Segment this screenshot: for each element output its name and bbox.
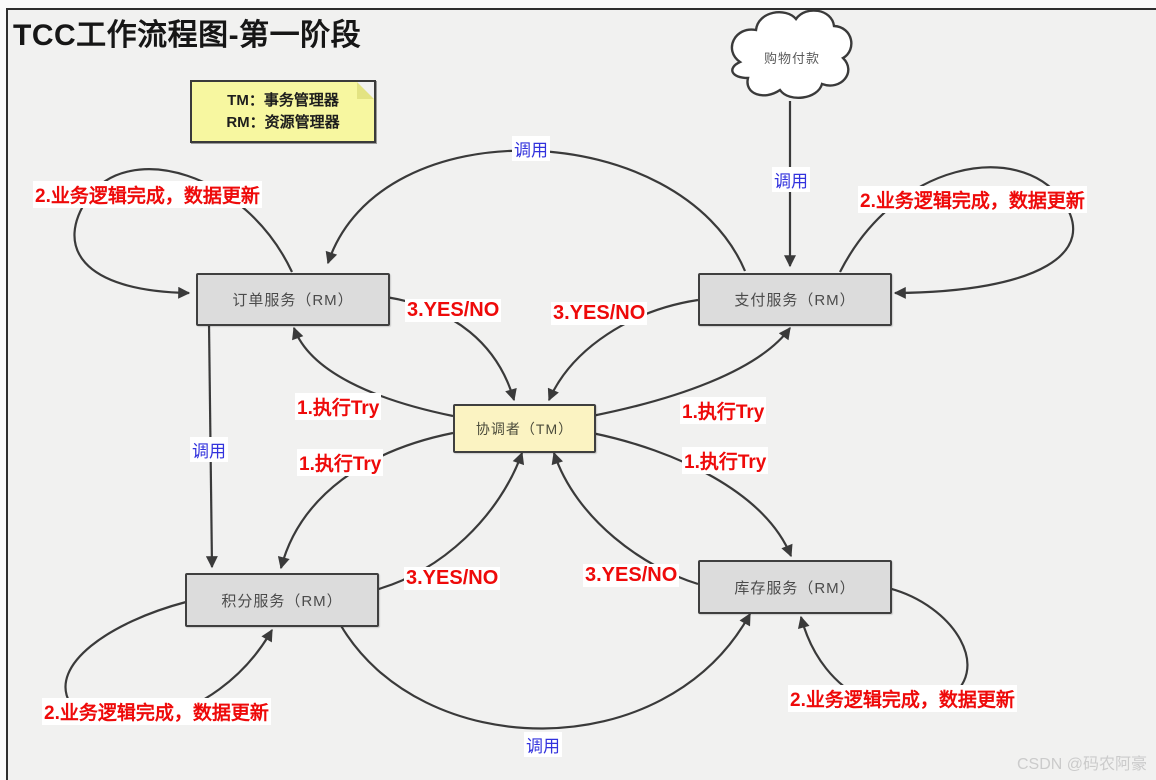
note-fold-corner-icon bbox=[357, 82, 374, 99]
edge-label-yesno-pay: 3.YES/NO bbox=[551, 302, 648, 325]
node-order-service: 订单服务（RM） bbox=[196, 273, 390, 326]
csdn-watermark: CSDN @码农阿豪 bbox=[1016, 756, 1147, 773]
edge-label-try-stock: 1.执行Try bbox=[682, 447, 769, 474]
edge-label-done-stock: 2.业务逻辑完成，数据更新 bbox=[788, 685, 1017, 712]
page-title: TCC工作流程图-第一阶段 bbox=[13, 19, 362, 52]
page-top-border bbox=[0, 0, 1156, 10]
edge-label-done-pay: 2.业务逻辑完成，数据更新 bbox=[858, 186, 1087, 213]
node-pay-service: 支付服务（RM） bbox=[698, 273, 892, 326]
legend-note-line-tm: TM：事务管理器 bbox=[227, 92, 339, 109]
node-stock-service: 库存服务（RM） bbox=[698, 560, 892, 614]
cloud-shape bbox=[730, 9, 853, 99]
edge-label-try-points: 1.执行Try bbox=[297, 449, 384, 476]
edge-label-done-points: 2.业务逻辑完成，数据更新 bbox=[42, 698, 271, 725]
edge-try-stock bbox=[591, 431, 793, 558]
node-points-service: 积分服务（RM） bbox=[185, 573, 379, 627]
edge-yesno-points bbox=[374, 451, 525, 592]
edge-try-points bbox=[277, 431, 454, 570]
edge-label-call-left: 调用 bbox=[190, 437, 228, 462]
edge-top-call-arc bbox=[325, 149, 747, 272]
edge-try-pay bbox=[591, 327, 791, 418]
edge-try-order bbox=[292, 326, 454, 418]
cloud-node-label: 购物付款 bbox=[763, 51, 820, 66]
edge-label-try-pay: 1.执行Try bbox=[680, 397, 767, 424]
edge-label-call-top: 调用 bbox=[512, 136, 550, 161]
node-coordinator: 协调者（TM） bbox=[453, 404, 596, 453]
edge-label-call-bottom: 调用 bbox=[524, 732, 562, 757]
edge-label-yesno-stock: 3.YES/NO bbox=[583, 564, 680, 587]
page-left-border bbox=[0, 8, 8, 780]
edge-bottom-call-arc bbox=[339, 612, 751, 730]
edge-yesno-pay bbox=[547, 298, 699, 402]
edge-label-done-order: 2.业务逻辑完成，数据更新 bbox=[33, 181, 262, 208]
edge-label-try-order: 1.执行Try bbox=[295, 393, 382, 420]
legend-note: TM：事务管理器 RM：资源管理器 bbox=[190, 80, 376, 143]
legend-note-line-rm: RM：资源管理器 bbox=[226, 114, 340, 131]
edge-label-yesno-order: 3.YES/NO bbox=[405, 299, 502, 322]
edge-label-yesno-points: 3.YES/NO bbox=[404, 567, 501, 590]
edge-label-call-cloud: 调用 bbox=[772, 167, 810, 192]
